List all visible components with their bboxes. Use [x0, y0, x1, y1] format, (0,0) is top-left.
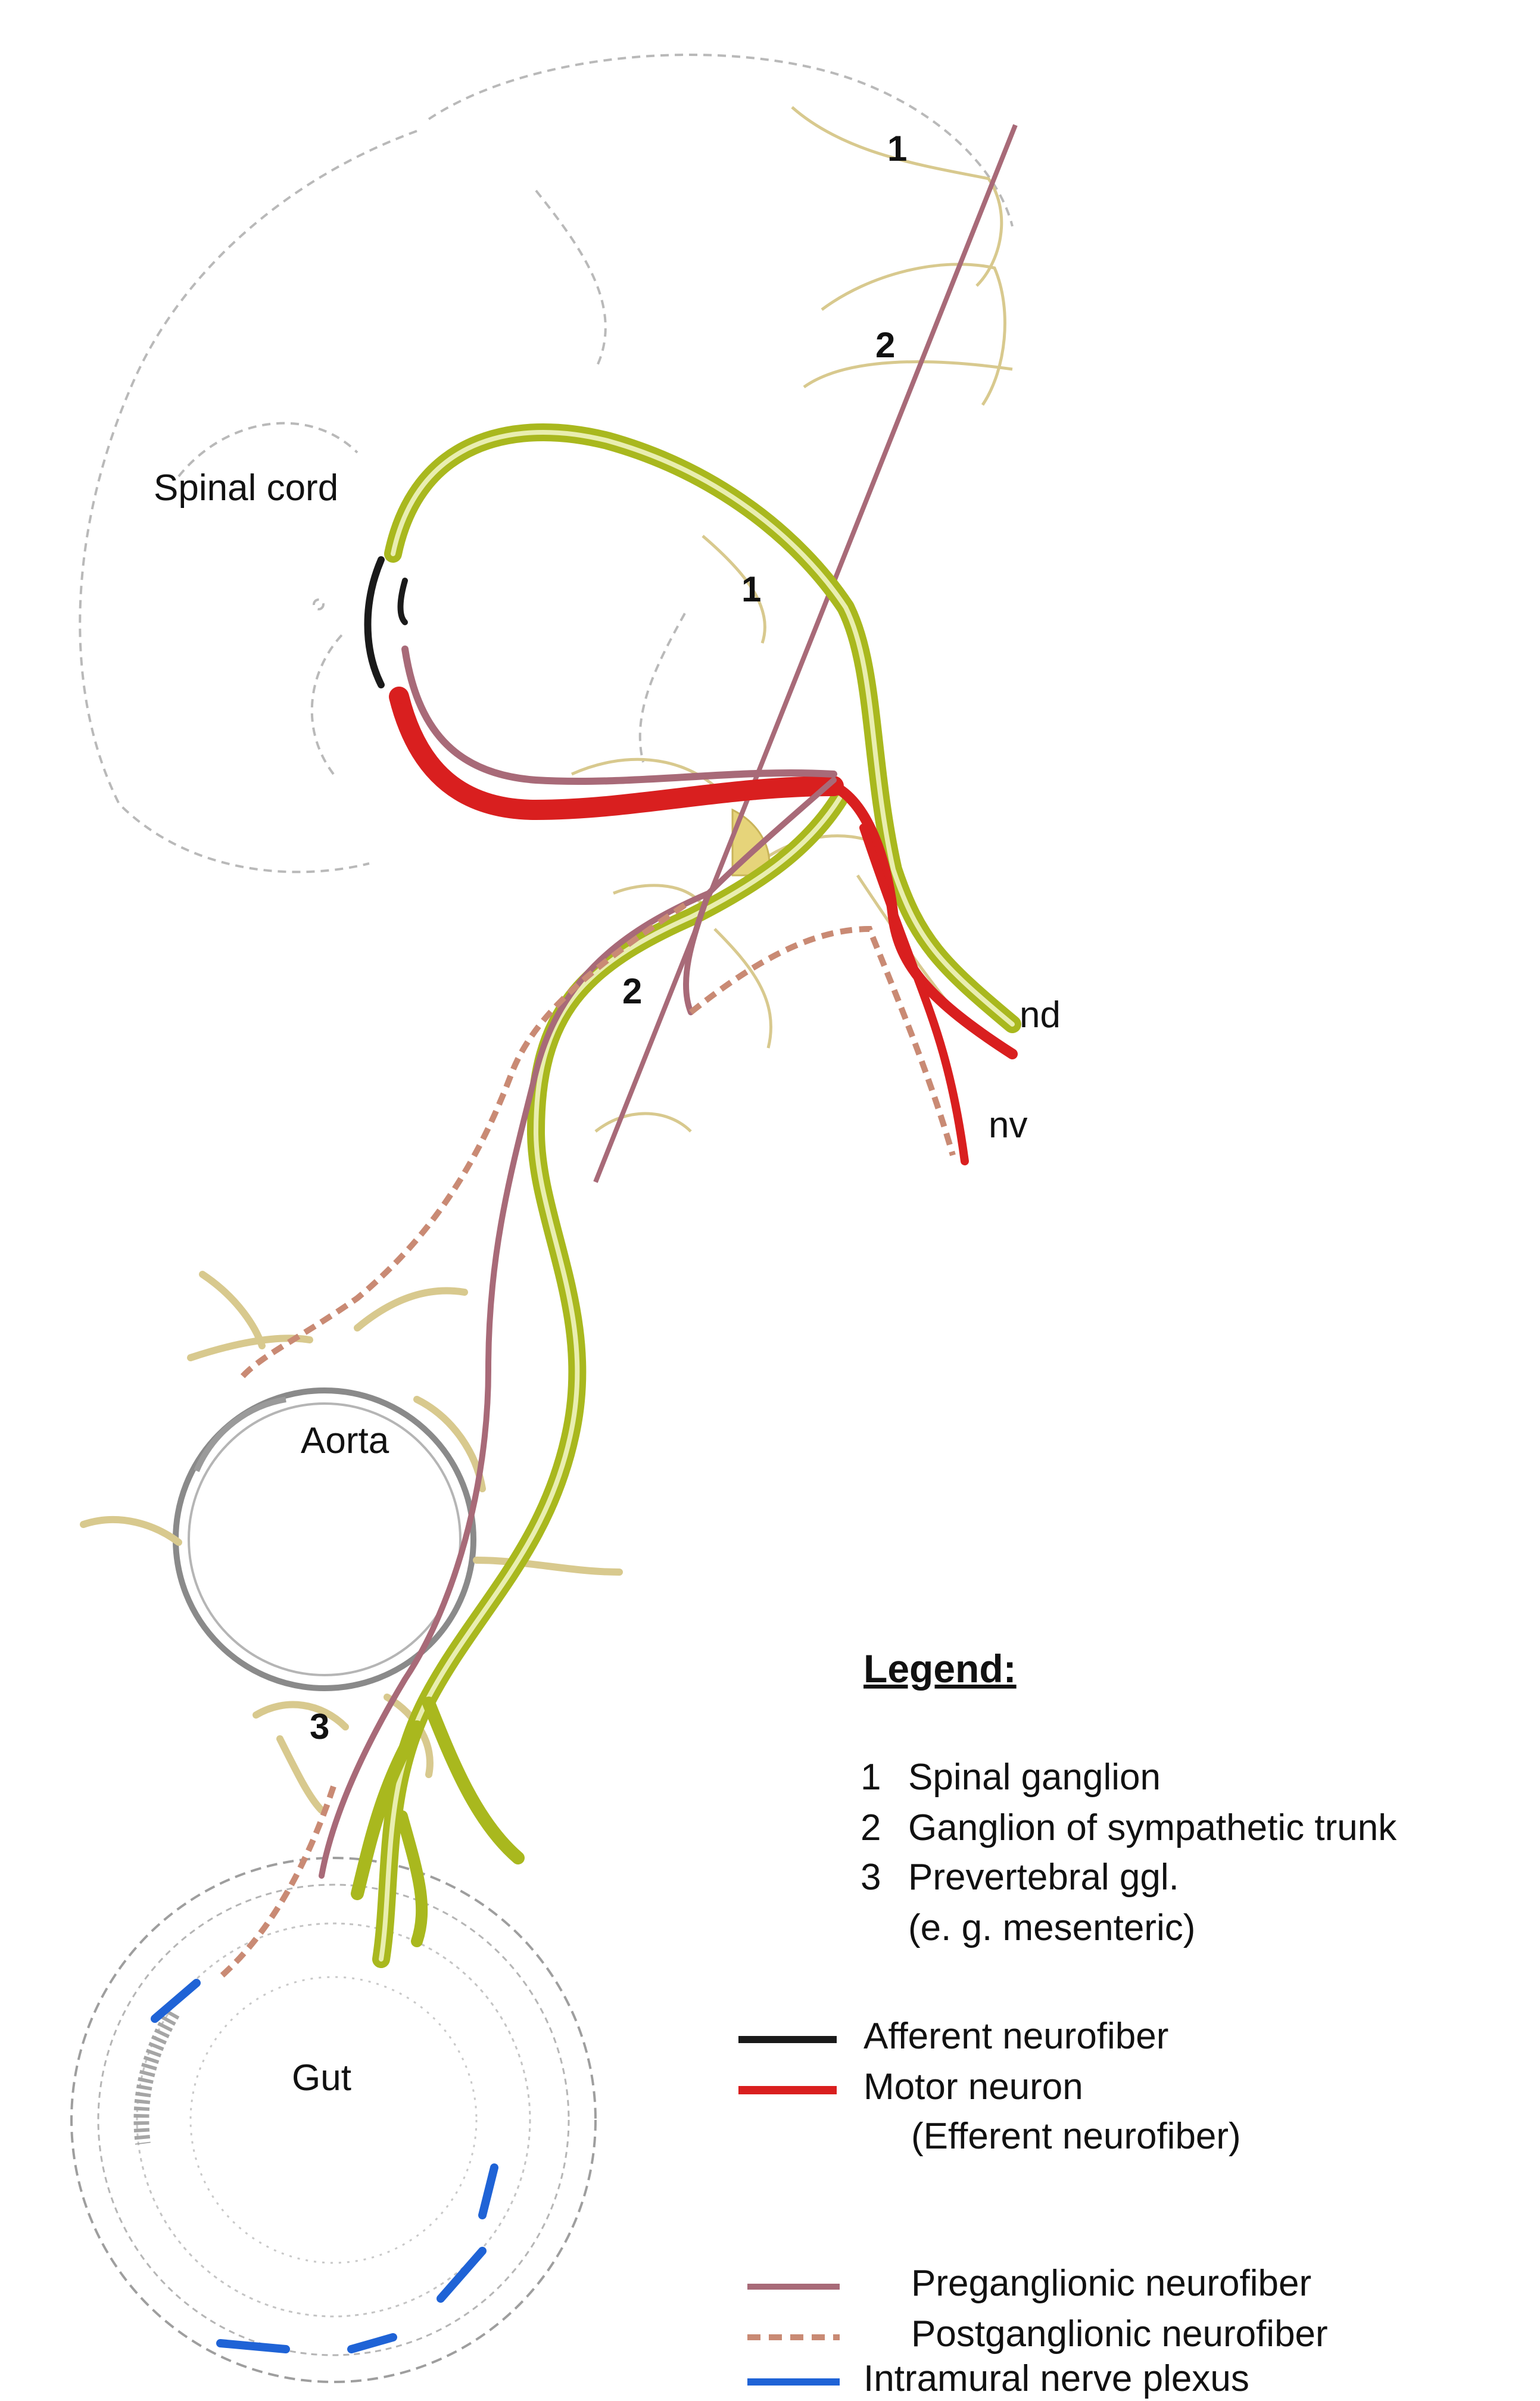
legend-postganglionic-label: Postganglionic neurofiber: [911, 2313, 1328, 2355]
gut-label: Gut: [292, 2057, 351, 2098]
sympathetic-ganglion-number: 2: [622, 971, 642, 1011]
diagram-labels: Spinal cord Aorta Gut nd nv 1 2 1 2 3: [154, 129, 1061, 2098]
legend-motor-sublabel: (Efferent neurofiber): [911, 2116, 1241, 2157]
legend-ganglion-2-text: Ganglion of sympathetic trunk: [908, 1807, 1397, 1848]
gut-wall: [71, 1858, 596, 2382]
legend-afferent-label: Afferent neurofiber: [863, 2016, 1168, 2057]
afferent-neurofiber: [368, 560, 406, 685]
sympathetic-trunk: [596, 125, 1015, 1182]
legend-intramural-label: Intramural nerve plexus: [863, 2358, 1249, 2399]
spinal-ganglion-number-top: 1: [887, 129, 907, 169]
legend-ganglion-1-number: 1: [861, 1757, 881, 1798]
legend-ganglion-3-subtext: (e. g. mesenteric): [908, 1907, 1195, 1948]
intramural-nerve-plexus: [155, 1983, 494, 2349]
prevertebral-ganglion-number: 3: [310, 1707, 329, 1747]
sympathetic-ganglion-number-top: 2: [875, 325, 895, 365]
legend-ganglion-3-text: Prevertebral ggl.: [908, 1857, 1179, 1898]
nv-label: nv: [989, 1105, 1027, 1146]
visceral-afferent-neurofiber: [357, 432, 1012, 1959]
legend-ganglion-2-number: 2: [861, 1807, 881, 1848]
aorta-label: Aorta: [301, 1420, 389, 1461]
legend-ganglion-3-number: 3: [861, 1857, 881, 1898]
spinal-cord-label: Spinal cord: [154, 467, 338, 509]
legend-preganglionic-label: Preganglionic neurofiber: [911, 2263, 1311, 2304]
legend-motor-label: Motor neuron: [863, 2066, 1083, 2107]
legend: Legend: 1 Spinal ganglion 2 Ganglion of …: [738, 1647, 1397, 2399]
legend-ganglion-1-text: Spinal ganglion: [908, 1757, 1161, 1798]
spinal-ganglion-number: 1: [741, 569, 761, 609]
legend-title: Legend:: [863, 1647, 1017, 1691]
nd-label: nd: [1020, 994, 1061, 1036]
